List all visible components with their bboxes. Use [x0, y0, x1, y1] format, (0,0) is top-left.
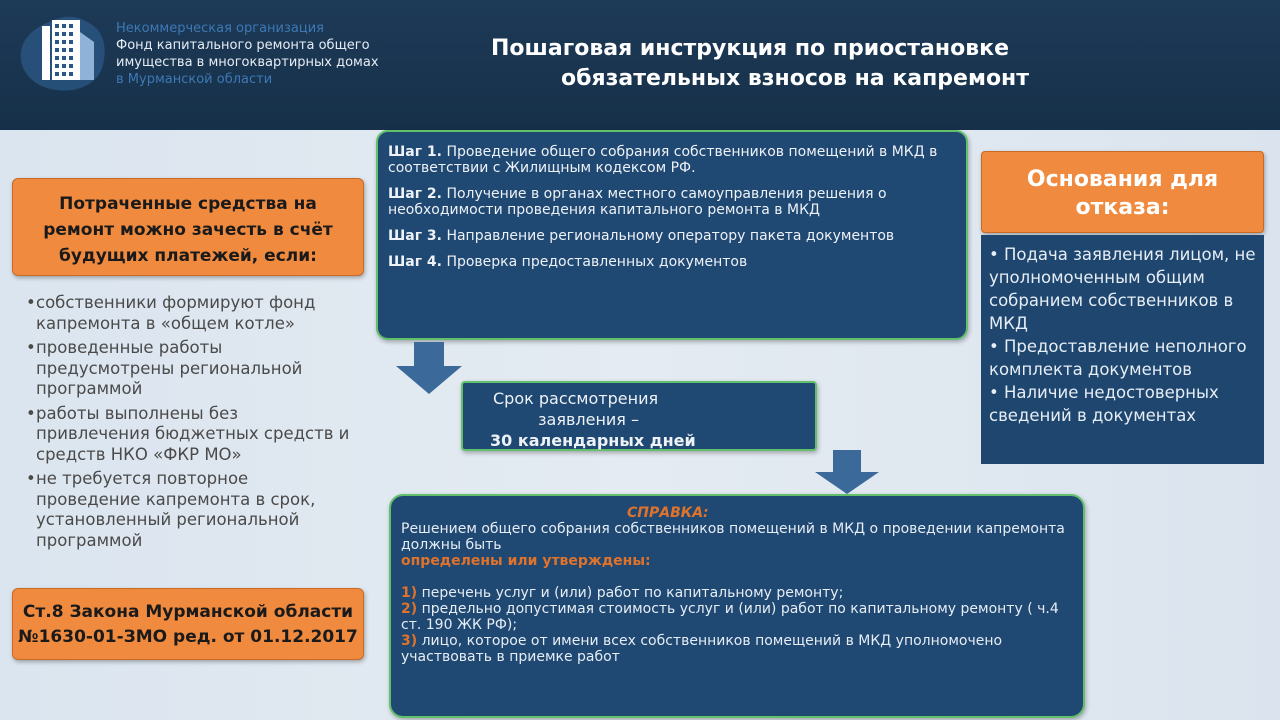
step-text: Получение в органах местного самоуправле…: [388, 186, 887, 218]
page-title: Пошаговая инструкция по приостановке обя…: [420, 34, 1080, 94]
heading-line-2: ремонт можно зачесть в счёт: [43, 220, 333, 240]
law-line-1: Ст.8 Закона Мурманской области: [22, 602, 354, 622]
note-item: 2) предельно допустимая стоимость услуг …: [401, 601, 1071, 633]
reference-note-box: СПРАВКА: Решением общего собрания собств…: [389, 494, 1085, 718]
step-item: Шаг 3. Направление региональному операто…: [388, 228, 952, 244]
step-label: Шаг 3.: [388, 228, 442, 244]
note-highlight: определены или утверждены:: [401, 553, 651, 569]
title-line-2: обязательных взносов на капремонт: [560, 66, 1030, 91]
step-label: Шаг 4.: [388, 254, 442, 270]
arrow-down-icon: [815, 450, 879, 494]
note-item-text: лицо, которое от имени всех собственнико…: [401, 633, 1003, 665]
list-item: • Наличие недостоверных сведений в докум…: [989, 383, 1219, 425]
reasons-heading-line-1: Основания для: [1026, 167, 1219, 192]
list-item: собственники формируют фонд капремонта в…: [26, 293, 356, 334]
fund-logo-icon: [20, 16, 105, 91]
step-text: Проверка предоставленных документов: [446, 254, 748, 270]
refusal-reasons-list: • Подача заявления лицом, не уполномочен…: [981, 235, 1264, 464]
step-text: Проведение общего собрания собственников…: [388, 144, 938, 176]
org-line-4: в Мурманской области: [116, 72, 273, 87]
heading-line-1: Потраченные средства на: [59, 194, 317, 214]
step-item: Шаг 4. Проверка предоставленных документ…: [388, 254, 952, 270]
list-item: проведенные работы предусмотрены региона…: [26, 338, 356, 400]
org-line-2: Фонд капитального ремонта общего: [116, 38, 370, 53]
header-banner: Некоммерческая организация Фонд капиталь…: [0, 0, 1280, 130]
term-line-2: заявления –: [538, 410, 640, 429]
note-item-text: перечень услуг и (или) работ по капиталь…: [421, 585, 844, 601]
refusal-reasons-heading: Основания для отказа:: [981, 151, 1264, 233]
note-intro: Решением общего собрания собственников п…: [401, 521, 1065, 553]
note-item-text: предельно допустимая стоимость услуг и (…: [401, 601, 1059, 633]
spacer: [401, 569, 1071, 585]
heading-line-3: будущих платежей, если:: [59, 246, 317, 266]
arrow-down-icon: [396, 342, 462, 394]
step-label: Шаг 1.: [388, 144, 442, 160]
term-line-1: Срок рассмотрения: [493, 389, 659, 408]
org-line-3: имущества в многоквартирных домах: [116, 55, 379, 70]
org-line-1: Некоммерческая организация: [116, 21, 324, 36]
step-item: Шаг 2. Получение в органах местного само…: [388, 186, 952, 218]
step-label: Шаг 2.: [388, 186, 442, 202]
note-item-number: 3): [401, 633, 418, 649]
note-item: 1) перечень услуг и (или) работ по капит…: [401, 585, 1071, 601]
step-text: Направление региональному оператору паке…: [446, 228, 895, 244]
offset-conditions-heading: Потраченные средства на ремонт можно зач…: [12, 178, 364, 276]
reasons-heading-line-2: отказа:: [1075, 195, 1170, 220]
list-item: • Подача заявления лицом, не уполномочен…: [989, 245, 1256, 333]
term-line-3: 30 календарных дней: [490, 431, 696, 450]
law-line-2: №1630-01-ЗМО ред. от 01.12.2017: [18, 627, 358, 647]
title-line-1: Пошаговая инструкция по приостановке: [490, 36, 1009, 61]
note-item: 3) лицо, которое от имени всех собственн…: [401, 633, 1071, 665]
note-heading: СПРАВКА:: [627, 505, 709, 521]
note-item-number: 2): [401, 601, 418, 617]
organization-name: Некоммерческая организация Фонд капиталь…: [116, 20, 379, 88]
list-item: не требуется повторное проведение капрем…: [26, 469, 356, 551]
steps-box: Шаг 1. Проведение общего собрания собств…: [376, 130, 968, 340]
note-item-number: 1): [401, 585, 418, 601]
step-item: Шаг 1. Проведение общего собрания собств…: [388, 144, 952, 176]
offset-conditions-list: собственники формируют фонд капремонта в…: [26, 293, 356, 555]
law-reference: Ст.8 Закона Мурманской области №1630-01-…: [12, 588, 364, 660]
list-item: работы выполнены без привлечения бюджетн…: [26, 404, 356, 466]
list-item: • Предоставление неполного комплекта док…: [989, 337, 1247, 379]
review-term-box: Срок рассмотрения заявления – 30 календа…: [461, 381, 817, 451]
